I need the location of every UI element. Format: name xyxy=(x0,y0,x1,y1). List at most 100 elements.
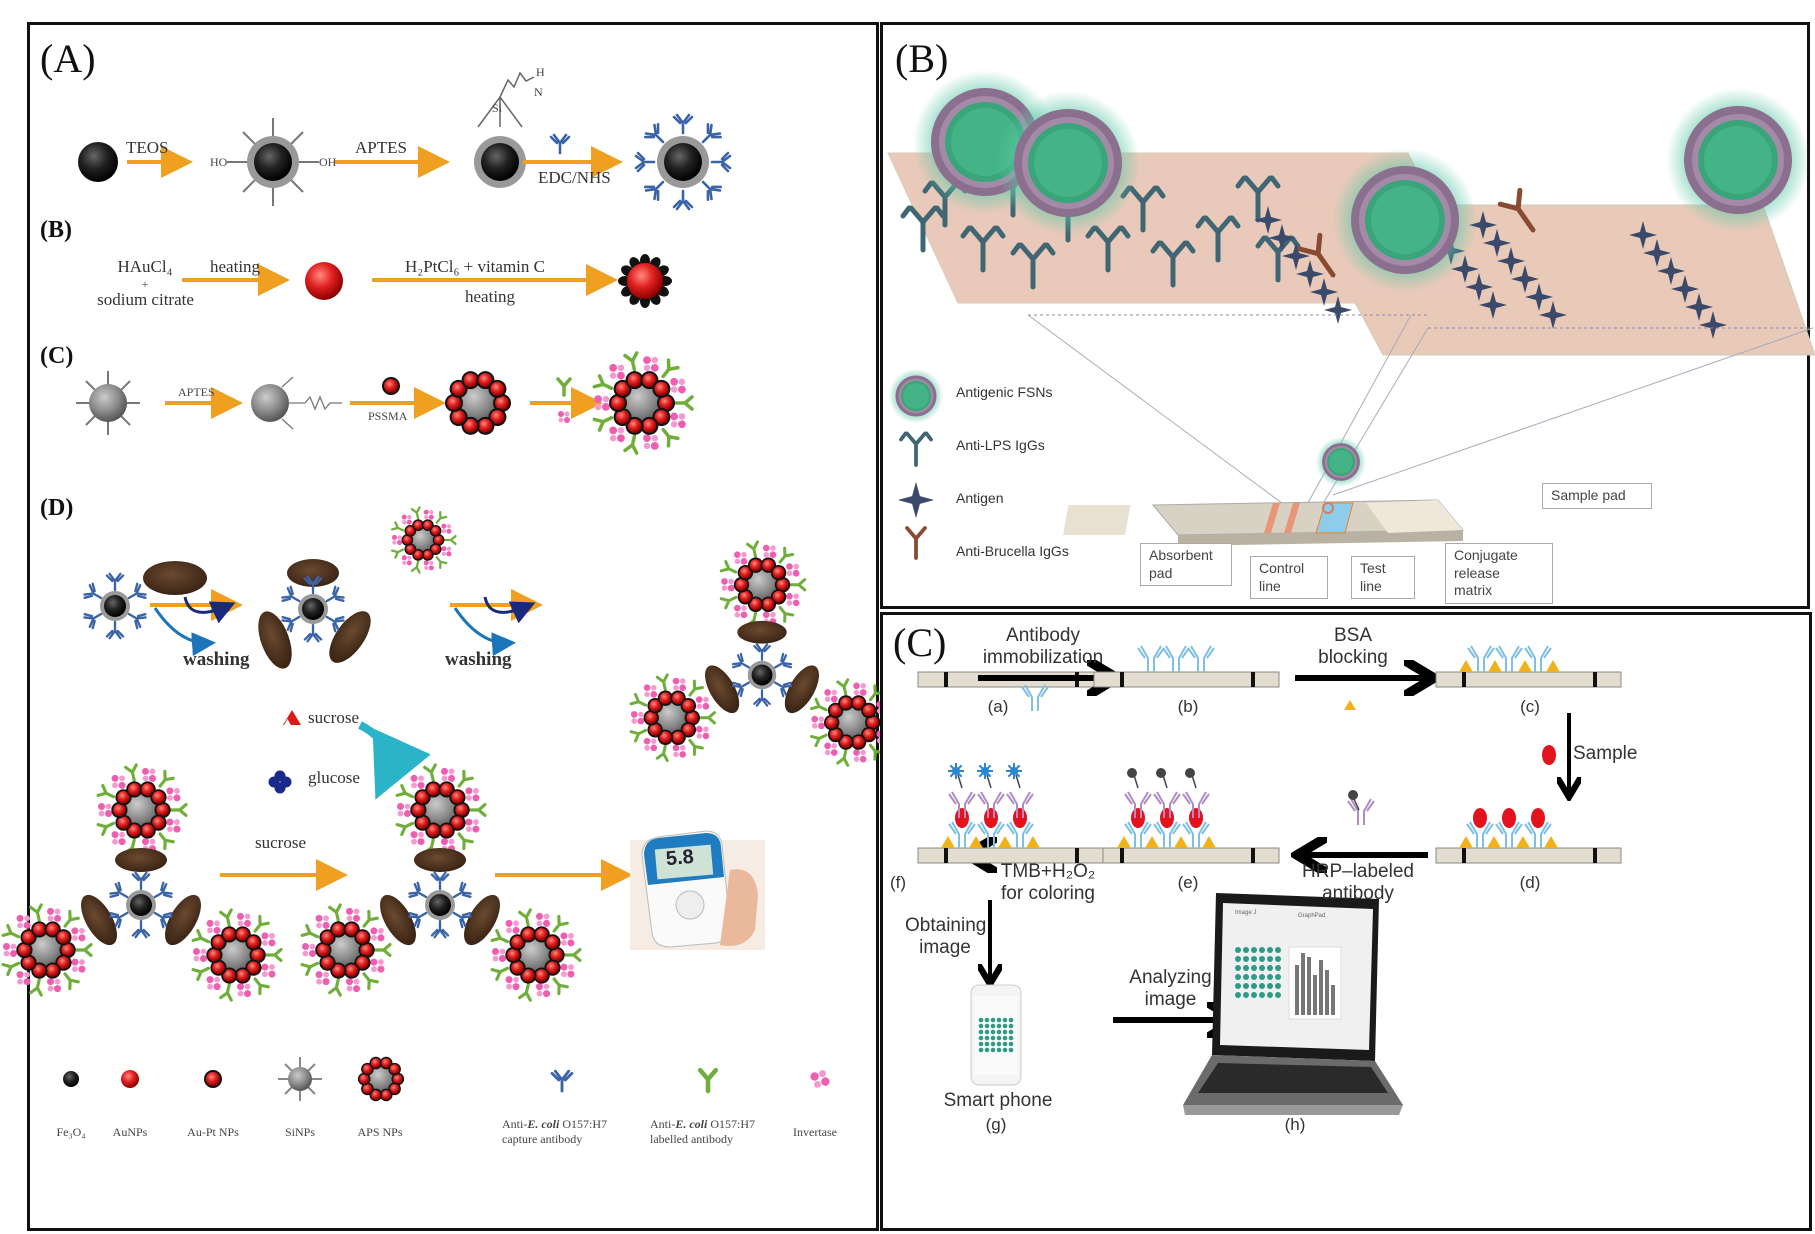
captured-bacteria-complex-icon xyxy=(258,559,371,669)
bsa-blocking-line1: BSA xyxy=(1333,625,1373,646)
reagent-plus: + xyxy=(141,277,149,291)
step-c-label: (c) xyxy=(1520,697,1540,716)
hrp-labeled-line2: antibody xyxy=(1322,882,1394,904)
section-d-label: (D) xyxy=(40,495,74,521)
legend-labelled-antibody: Anti-E. coli O157:H7 labelled antibody xyxy=(650,1117,755,1147)
conjugate-line2: release xyxy=(1454,564,1500,581)
sucrose-icon xyxy=(283,710,301,727)
fsn-on-strip-icon xyxy=(1315,436,1367,488)
antibody-b-2 xyxy=(1162,645,1190,673)
legend-labelled-italic: E. coli xyxy=(675,1117,708,1131)
legend-invertase: Invertase xyxy=(793,1125,837,1139)
glucose-label: glucose xyxy=(308,768,360,787)
antibody-immobilization-line1: Antibody xyxy=(1006,625,1080,646)
aps-np-probe-icon xyxy=(390,506,457,574)
strip-c xyxy=(1435,671,1622,688)
legend-capture-suffix: O157:H7 xyxy=(559,1117,608,1131)
panel-a-label: (A) xyxy=(40,36,96,81)
aunp-icon xyxy=(305,262,343,300)
aps-np-legend-icon xyxy=(357,1056,405,1102)
panel-a: (A) xyxy=(1,22,897,1231)
legend-capture-italic: E. coli xyxy=(527,1117,560,1131)
sinp-icon xyxy=(76,371,140,435)
step-h2ptcl6-label: H₂PtCl₆ + vitamin C xyxy=(405,257,545,276)
legend-labelled-prefix: Anti- xyxy=(650,1117,676,1131)
control-line1: Control xyxy=(1259,560,1305,576)
label-sample-pad: Sample pad xyxy=(1542,483,1652,509)
panel-a-graphics xyxy=(1,71,897,1102)
legend-sinps: SiNPs xyxy=(284,1125,316,1139)
hrp-labeled-line1: HRP–labeled xyxy=(1302,861,1414,882)
step-f-label: (f) xyxy=(889,873,907,892)
obtaining-image-line2: image xyxy=(919,936,971,958)
aunp-legend-icon xyxy=(121,1070,139,1088)
curve-out-arrow xyxy=(153,607,216,657)
antibody-b-3 xyxy=(1187,645,1215,673)
test-line2: line xyxy=(1360,577,1382,594)
hydroxyl-label-left: HO xyxy=(210,155,228,169)
legend-capture-prefix: Anti- xyxy=(502,1117,528,1131)
antigenic-fsn-2 xyxy=(996,91,1140,235)
analyzing-image-line2: image xyxy=(1144,988,1197,1010)
laptop-screen-graphpad: GraphPad xyxy=(1298,913,1326,919)
laptop-screen-imagej: Image J xyxy=(1235,910,1257,916)
tmb-line1: TMB+H₂O₂ xyxy=(1000,861,1096,882)
glucose-meter-icon xyxy=(630,830,765,950)
step-aptes-c-label: APTES xyxy=(178,385,215,399)
antibody-icon xyxy=(549,133,571,155)
section-b-label: (B) xyxy=(40,217,72,243)
step-heating-label: heating xyxy=(210,257,261,276)
analyzing-image-line1: Analyzing xyxy=(1129,967,1212,988)
washing-label-1: washing xyxy=(183,649,250,670)
step-pssma-label: PSSMA xyxy=(368,409,408,423)
legend-aps-nps: APS NPs xyxy=(357,1125,403,1139)
strip-d-molecules xyxy=(1459,808,1558,849)
step-e-label: (e) xyxy=(1177,873,1199,892)
au-pt-np-small-icon xyxy=(382,377,400,395)
legend-labelled-suffix: O157:H7 xyxy=(707,1117,756,1131)
step-heating2-label: heating xyxy=(465,287,516,306)
step-a-label: (a) xyxy=(987,697,1009,716)
test-line1: Test xyxy=(1360,560,1386,576)
sandwich-complex-right-icon xyxy=(300,763,582,1002)
strip-c-molecules xyxy=(1459,645,1560,673)
legend-capture-antibody: Anti-E. coli O157:H7 capture antibody xyxy=(502,1117,607,1147)
hrp-antibody-icon xyxy=(1347,790,1375,826)
step-h-label: (h) xyxy=(1284,1115,1306,1134)
section-a-reaction xyxy=(78,71,732,211)
legend-labelled-line2: labelled antibody xyxy=(650,1132,733,1146)
capture-antibody-icon xyxy=(1021,684,1049,712)
step-b-label: (b) xyxy=(1177,697,1199,716)
section-c-reaction xyxy=(76,351,694,455)
lateral-flow-strip xyxy=(1063,499,1465,546)
fe3o4-core-icon xyxy=(78,142,118,182)
labelled-antibody-icon xyxy=(556,377,572,397)
conjugate-line1: Conjugate xyxy=(1454,547,1518,563)
curve-in-arrow-2 xyxy=(483,596,536,624)
au-pt-np-icon xyxy=(618,254,672,308)
conjugate-line3: matrix xyxy=(1454,582,1493,598)
conversion-arrow xyxy=(358,721,431,800)
test-line-icon xyxy=(1284,503,1300,533)
amine-h-label: H xyxy=(536,65,545,79)
reagent-haucl4: HAuCl₄ xyxy=(117,257,173,276)
anti-brucella-igg-legend-icon xyxy=(905,526,927,560)
section-b-reaction xyxy=(182,254,672,308)
smartphone-icon xyxy=(970,984,1022,1086)
strip-b xyxy=(1093,671,1280,688)
labelled-antibody-legend-icon xyxy=(700,1070,716,1091)
panel-b-label: (B) xyxy=(895,36,949,81)
legend-capture-line2: capture antibody xyxy=(502,1132,583,1146)
legend-fe3o4: Fe₃O₄ xyxy=(56,1125,86,1139)
sandwich-complex-icon xyxy=(629,540,897,767)
legend-au-pt-nps: Au-Pt NPs xyxy=(187,1125,239,1139)
silicon-label: Si xyxy=(492,101,503,115)
strip-e xyxy=(1093,847,1280,864)
panel-b-graphics xyxy=(887,70,1815,560)
